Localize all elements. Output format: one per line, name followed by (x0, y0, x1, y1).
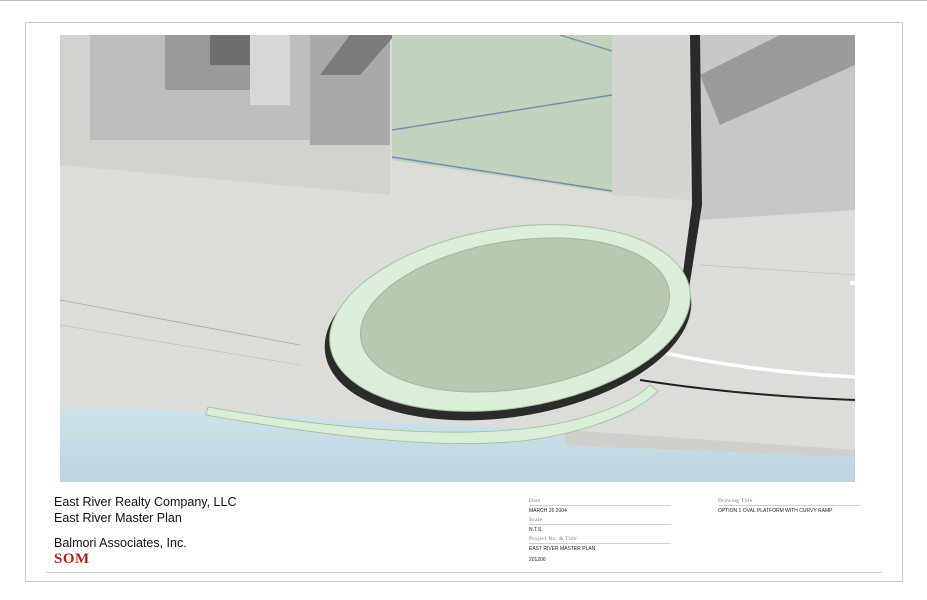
footer-divider (46, 572, 882, 573)
glass-facade (392, 35, 612, 193)
facade-line (391, 156, 613, 192)
seawall (565, 430, 855, 457)
building-block (612, 35, 690, 200)
oval-platform-deck (359, 237, 671, 393)
consultant-name: Balmori Associates, Inc. (54, 536, 187, 550)
project-value: EAST RIVER MASTER PLAN (529, 546, 596, 552)
scale-rule (529, 524, 671, 525)
building-shadow (700, 35, 855, 125)
client-project: East River Master Plan (54, 511, 182, 525)
drawing-title-rule (718, 505, 860, 506)
marker (850, 281, 855, 285)
white-path (649, 348, 855, 379)
client-block: East River Realty Company, LLC East Rive… (54, 494, 236, 526)
dark-path (639, 379, 855, 401)
dark-railing (680, 35, 702, 295)
top-divider (0, 0, 927, 1)
curvy-ramp-tail (205, 384, 659, 444)
som-logo: SOM (54, 551, 90, 567)
rendering-viewport (60, 35, 855, 482)
building-shadow (320, 35, 395, 75)
date-label: Date (529, 498, 541, 504)
building-block (250, 35, 290, 105)
date-rule (529, 505, 671, 506)
oval-platform-rendering (60, 35, 855, 482)
scale-label: Scale (529, 517, 543, 523)
ground-line (699, 264, 855, 276)
facade-line (391, 94, 613, 131)
drawing-sheet-border (25, 22, 903, 582)
project-label: Project No. & Title (529, 536, 577, 542)
facade-line (559, 35, 613, 52)
date-value: MARCH 26 2004 (529, 508, 567, 514)
project-number: 201206 (529, 557, 546, 563)
client-company: East River Realty Company, LLC (54, 495, 237, 509)
project-rule (529, 543, 671, 544)
ground-line (60, 299, 301, 346)
drawing-title-value: OPTION 1 OVAL PLATFORM WITH CURVY RAMP (718, 508, 833, 514)
scale-value: N.T.S. (529, 527, 543, 533)
river-water (60, 407, 855, 482)
drawing-title-label: Drawing Title (718, 498, 753, 504)
ground-line (60, 324, 301, 366)
